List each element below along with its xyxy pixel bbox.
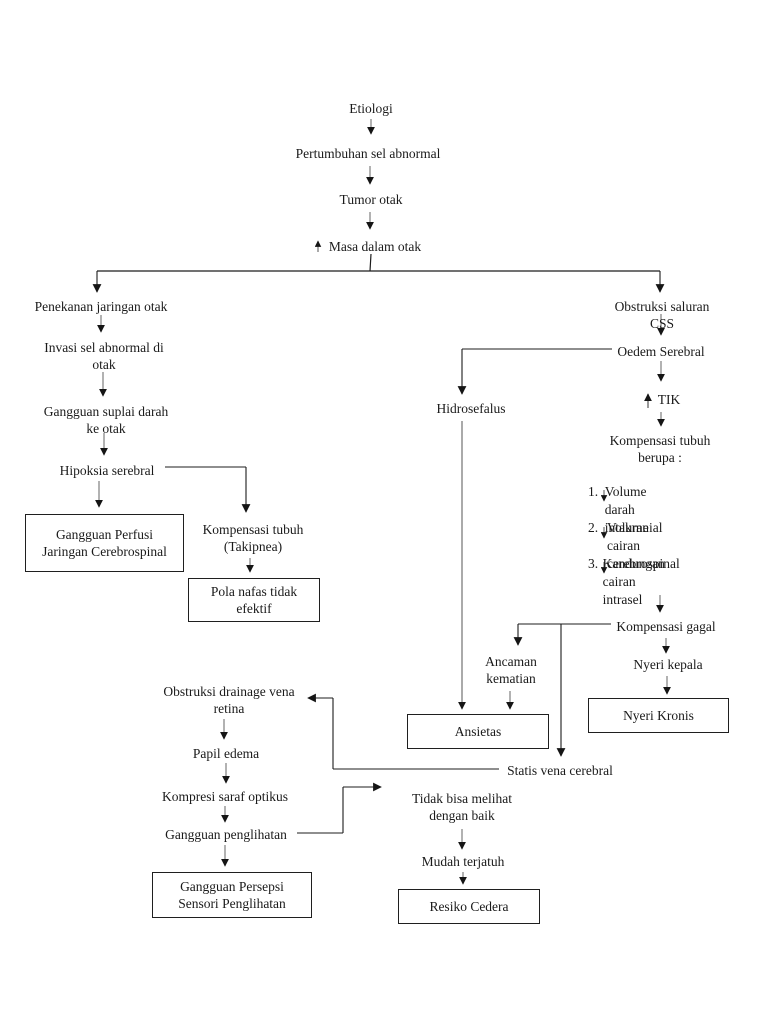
node-ancaman-kematian: Ancaman kematian [485, 654, 537, 686]
node-tumor-otak: Tumor otak [339, 192, 403, 207]
box-gangguan-perfusi: Gangguan Perfusi Jaringan Cerebrospinal [25, 514, 184, 572]
node-obstruksi-saluran-css: Obstruksi saluran CSS [614, 299, 710, 331]
node-kompensasi-gagal: Kompensasi gagal [616, 619, 716, 634]
box-nyeri-kronis: Nyeri Kronis [588, 698, 729, 733]
box-pola-nafas: Pola nafas tidak efektif [188, 578, 320, 622]
node-gangguan-suplai-darah: Gangguan suplai darah ke otak [43, 404, 169, 436]
box-ansietas: Ansietas [407, 714, 549, 749]
node-penekanan-jaringan-otak: Penekanan jaringan otak [34, 299, 168, 314]
box-gangguan-persepsi: Gangguan Persepsi Sensori Penglihatan [152, 872, 312, 918]
node-oedem-serebral: Oedem Serebral [617, 344, 705, 359]
node-papil-edema: Papil edema [192, 746, 260, 761]
node-hipoksia-serebral: Hipoksia serebral [59, 463, 155, 478]
node-gangguan-penglihatan: Gangguan penglihatan [165, 827, 287, 842]
node-kompensasi-tubuh-berupa: Kompensasi tubuh berupa : [609, 433, 711, 465]
node-tidak-bisa-melihat: Tidak bisa melihat dengan baik [412, 791, 512, 823]
node-etiologi: Etiologi [349, 101, 393, 116]
list-item: 3. Kandungan cairan intrasel [588, 555, 670, 609]
node-kompresi-saraf-optikus: Kompresi saraf optikus [162, 789, 288, 804]
line-oedem-to-hidrosefalus [457, 348, 612, 395]
line-penglihatan-to-tidakbisa [297, 782, 382, 834]
branch-split-lines [92, 253, 665, 293]
line-statis-to-obstruksi-drainage [307, 693, 499, 770]
list-item: 1. Volume darah intakranial [588, 483, 666, 537]
list-item-label: Volume cairan cerebrospinal [607, 520, 680, 571]
list-item-label: Volume darah intakranial [604, 484, 663, 535]
node-invasi-sel-abnormal: Invasi sel abnormal di otak [44, 340, 164, 372]
node-pertumbuhan-sel-abnormal: Pertumbuhan sel abnormal [295, 146, 441, 161]
line-hipoksia-to-takipnea [165, 466, 251, 513]
list-item-number: 2. [588, 520, 599, 535]
list-item: 2. Volume cairan cerebrospinal [588, 519, 681, 573]
node-obstruksi-drainage: Obstruksi drainage vena retina [163, 684, 295, 716]
node-hidrosefalus: Hidrosefalus [436, 401, 506, 416]
box-resiko-cedera: Resiko Cedera [398, 889, 540, 924]
node-mudah-terjatuh: Mudah terjatuh [421, 854, 505, 869]
list-item-number: 1. [588, 484, 599, 499]
list-item-label: Kandungan cairan intrasel [602, 556, 665, 607]
node-statis-vena-cerebral: Statis vena cerebral [507, 763, 613, 778]
list-item-number: 3. [588, 556, 599, 571]
node-kompensasi-takipnea: Kompensasi tubuh (Takipnea) [202, 522, 304, 554]
node-tik: TIK [657, 392, 681, 407]
node-masa-dalam-otak: Masa dalam otak [328, 239, 422, 254]
node-nyeri-kepala: Nyeri kepala [633, 657, 703, 672]
line-gagal-to-ancaman [513, 623, 611, 646]
